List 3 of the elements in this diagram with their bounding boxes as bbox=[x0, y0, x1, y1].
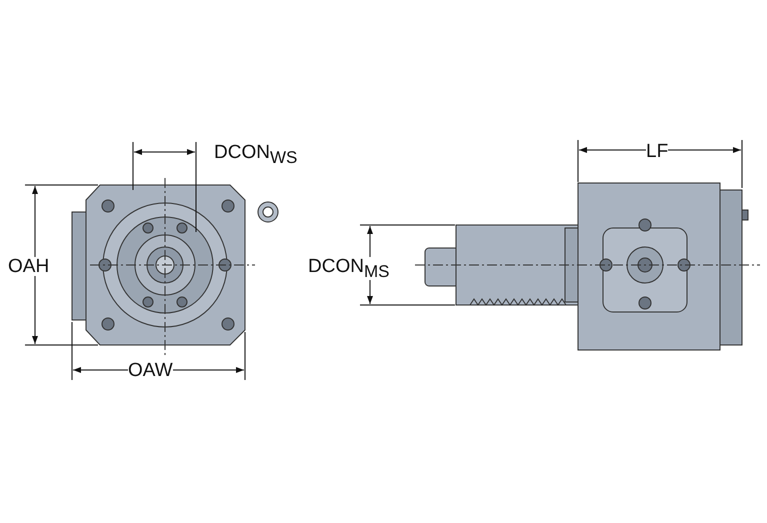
dimension-label: DCON$_{WS}$ bbox=[214, 143, 298, 166]
dimension-label: OAH bbox=[8, 257, 50, 276]
dimension-label: DCON$_{MS}$ bbox=[308, 257, 390, 280]
